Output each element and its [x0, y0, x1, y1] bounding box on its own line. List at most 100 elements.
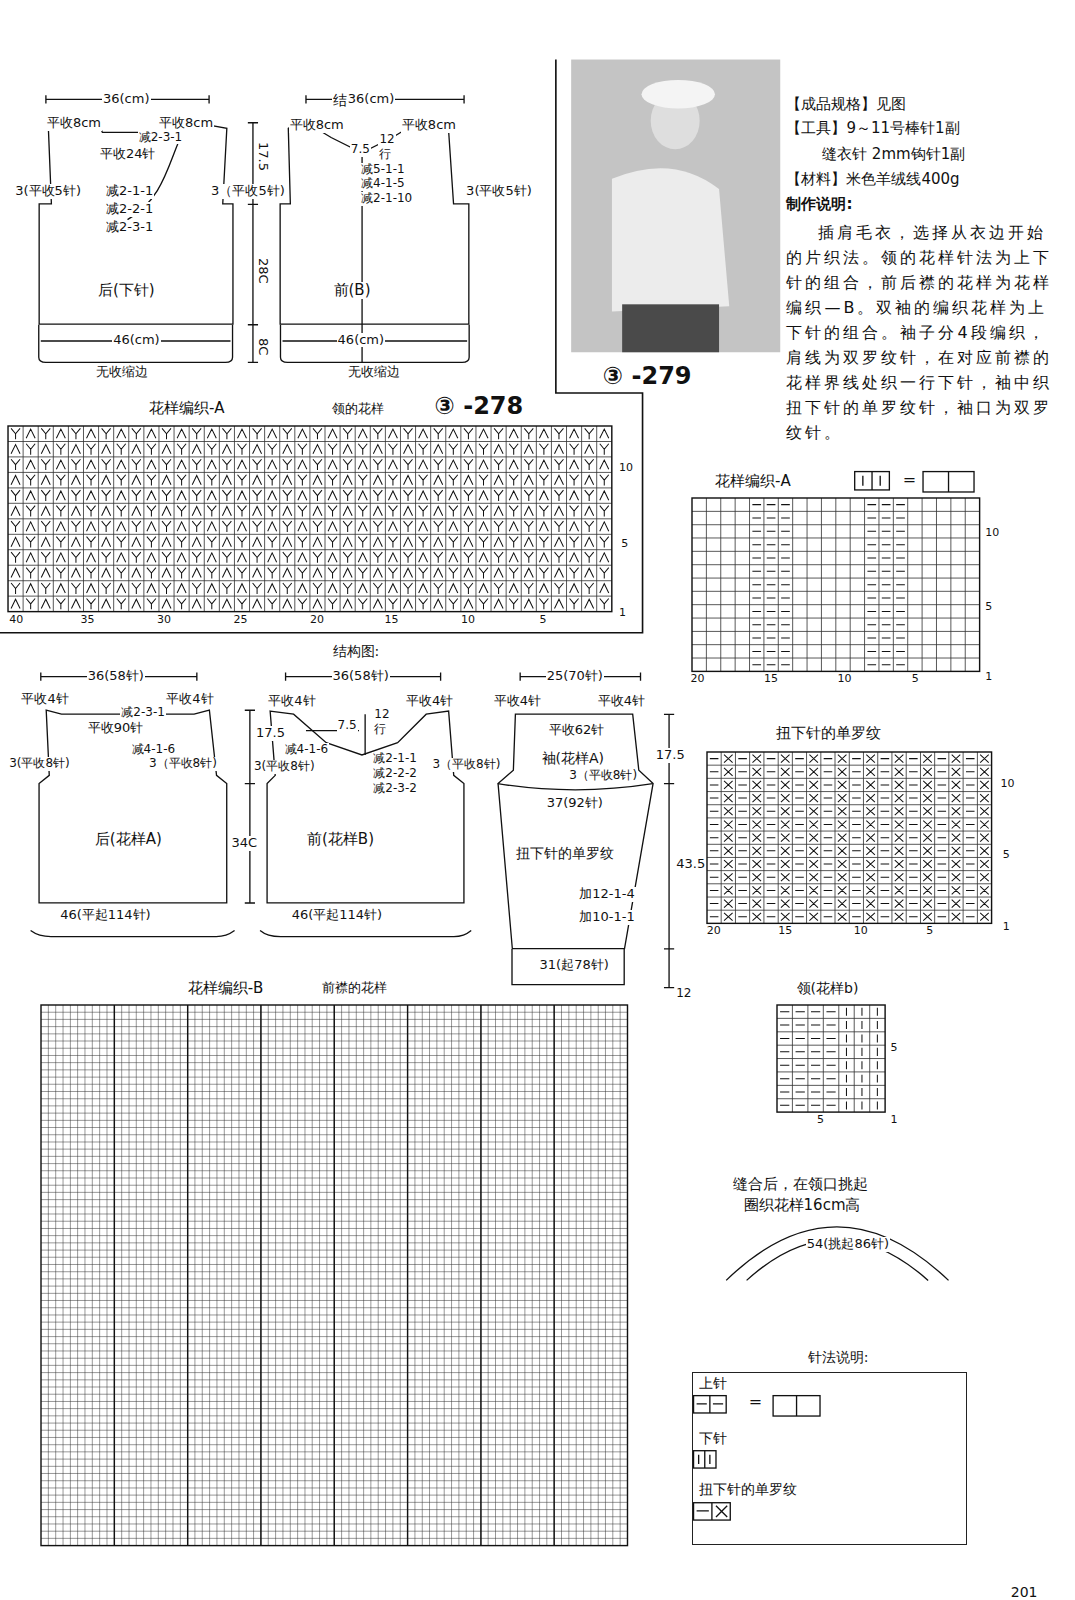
dimension-label: 12 — [373, 708, 390, 722]
sleeve-seam — [498, 784, 653, 985]
symbol-mark — [863, 472, 880, 490]
dimension-label: 结构图: — [332, 643, 381, 659]
hem-line — [260, 931, 471, 937]
dimension-label: 减2-1-1 — [372, 752, 418, 766]
dimension-label: 5 — [539, 614, 548, 627]
dimension-label: 46(平起114针) — [291, 908, 384, 923]
chart-title: 前襟的花样 — [321, 981, 388, 996]
dimension-label: 加12-1-4 — [578, 887, 635, 902]
symbol-cell — [694, 1396, 727, 1413]
piece-outline — [263, 706, 469, 906]
dimension-label: 31(起78针) — [539, 958, 610, 973]
grid-border — [692, 498, 980, 671]
dimension-label: 46(cm) — [112, 333, 161, 348]
dimension-label: 【成品规格】见图 — [785, 96, 907, 113]
dimension-label: 缝衣针 2mm钩针1副 — [821, 146, 966, 163]
dimension-label: 36(cm) — [347, 92, 396, 107]
dimension-label: 37(92针) — [546, 796, 604, 811]
dimension-label: 平收62针 — [548, 723, 606, 738]
symbol-cell — [923, 472, 974, 492]
grid-border — [8, 426, 612, 612]
dimension-label: 缝合后，在领口挑起 — [732, 1176, 869, 1193]
symbol-cell — [773, 1396, 820, 1416]
photo-trousers — [622, 304, 719, 352]
stitch-chart: 扭下针的单罗纹 — [707, 752, 992, 923]
symbol-mark — [796, 1396, 797, 1416]
photo — [571, 60, 780, 353]
dimension-label: 12 — [675, 987, 692, 1001]
dimension-label: 15 — [763, 673, 779, 686]
piece-outline-path — [281, 120, 470, 324]
grid-border — [777, 1005, 885, 1112]
hem-line — [31, 931, 235, 937]
dimension-label: 3（平收8针) — [568, 769, 638, 783]
dimension-label: 平收8cm — [46, 116, 102, 131]
dimension-label: 平收4针 — [493, 694, 542, 709]
dimension-label: 减5-1-1 — [360, 163, 406, 177]
legend-label: 扭下针的单罗纹 — [698, 1481, 798, 1497]
dimension-label: 5 — [620, 538, 629, 551]
dimension-label: 28C — [255, 257, 270, 285]
dimension-label: 35 — [80, 614, 96, 627]
dimension-label: 减4-1-6 — [284, 743, 330, 757]
photo-ground — [571, 60, 780, 353]
grid-lines — [41, 1005, 627, 1546]
piece-label: 前(B) — [333, 282, 372, 299]
dimension-label: 30 — [156, 614, 172, 627]
stitch-chart: 花样编织-A领的花样 — [8, 426, 612, 612]
dimension-label: 15 — [777, 925, 793, 938]
dimension-label: 15 — [384, 614, 400, 627]
stitch-symbols — [11, 429, 609, 610]
dimension-label: 5 — [925, 925, 934, 938]
dimension-label: 10 — [460, 614, 476, 627]
chart-grid — [8, 426, 612, 612]
dimension-label: 3（平收8针) — [431, 758, 501, 772]
dimension-label: 无收缩边 — [95, 365, 149, 380]
chart-grid — [41, 1005, 628, 1546]
dimension-label: 减4-1-6 — [131, 743, 177, 757]
dimension-label: 【材料】米色羊绒线400g — [785, 171, 960, 188]
dimension-label: 1 — [889, 1114, 898, 1127]
symbol-cell — [694, 1451, 716, 1468]
dimension-label: 40 — [8, 614, 24, 627]
dimension-label: 20 — [309, 614, 325, 627]
pattern-number: 制作说明: — [785, 196, 853, 213]
dimension-label: 平收4针 — [20, 692, 69, 707]
piece-label: 后(花样A) — [94, 831, 163, 848]
dimension-label: 5 — [984, 601, 993, 614]
dimension-label: = — [748, 1393, 763, 1411]
stitch-symbols — [780, 1007, 877, 1109]
stitch-chart: 领(花样b) — [777, 1005, 885, 1112]
dimension-label: 减2-3-1 — [105, 220, 154, 235]
legend-label: 下针 — [698, 1430, 728, 1446]
piece-outline — [273, 112, 477, 331]
dimension-label: 行 — [378, 148, 392, 162]
dimension-label: 3(平收8针) — [253, 760, 316, 774]
dimension-label: 平收4针 — [267, 694, 316, 709]
legend-box: 针法说明: — [692, 1372, 967, 1545]
dimension-label: 5 — [816, 1114, 825, 1127]
grid-lines — [707, 752, 992, 923]
dimension-label: 10 — [618, 462, 634, 475]
grid-lines — [692, 498, 980, 671]
photo-figure — [612, 168, 729, 311]
dimension-label: 5 — [889, 1042, 898, 1055]
dimension-label: 1 — [984, 671, 993, 684]
dimension-label: 46(平起114针) — [59, 908, 152, 923]
dimension-label: 5 — [1002, 849, 1011, 862]
grid-lines — [777, 1005, 885, 1112]
dimension-label: 46(cm) — [337, 333, 386, 348]
chart-title: 领(花样b) — [796, 980, 860, 996]
dimension-label: 201 — [1010, 1584, 1039, 1600]
symbol-mark — [699, 1451, 710, 1468]
dimension-label: 减2-3-1 — [138, 131, 184, 145]
chart-title: 领的花样 — [331, 402, 385, 417]
instruction-text: 插肩毛衣，选择从衣边开始的片织法。领的花样针法为上下针的组合，前后襟的花样为花样… — [785, 220, 1060, 445]
dimension-label: 8C — [255, 337, 270, 356]
dimension-label: 加10-1-1 — [578, 910, 635, 925]
dimension-label: 12 — [378, 133, 395, 147]
dimension-label: 行 — [373, 723, 387, 737]
pattern-number: ③ -278 — [434, 393, 525, 421]
dimension-label: 1 — [1002, 921, 1011, 934]
